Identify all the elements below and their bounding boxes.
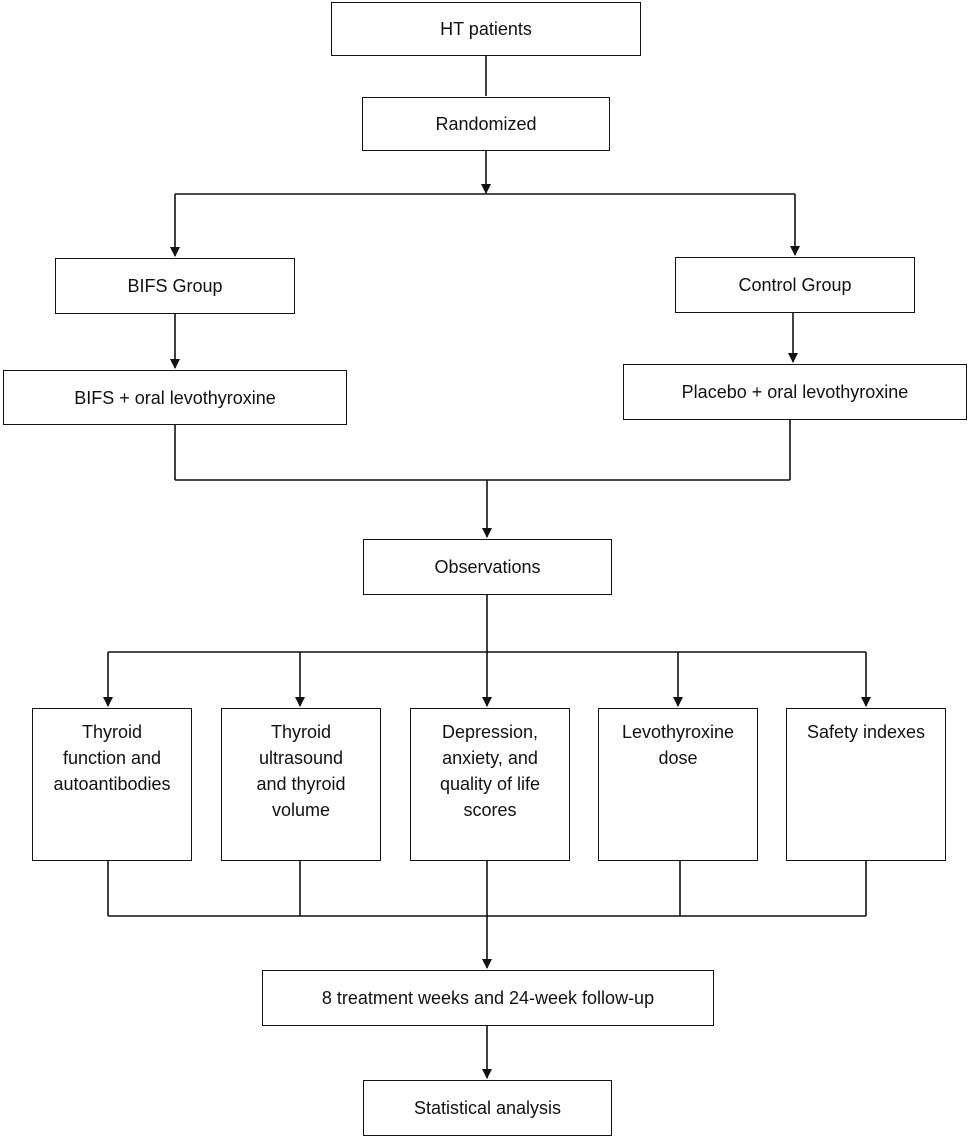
node-outcome-depression-anxiety-qol: Depression, anxiety, and quality of life…	[410, 708, 570, 861]
node-control-group: Control Group	[675, 257, 915, 313]
node-outcome-levothyroxine-dose: Levothyroxine dose	[598, 708, 758, 861]
node-outcome-safety-indexes: Safety indexes	[786, 708, 946, 861]
node-outcome-thyroid-function: Thyroid function and autoantibodies	[32, 708, 192, 861]
node-statistical-analysis: Statistical analysis	[363, 1080, 612, 1136]
node-placebo-treatment: Placebo + oral levothyroxine	[623, 364, 967, 420]
node-outcome-ultrasound: Thyroid ultrasound and thyroid volume	[221, 708, 381, 861]
node-randomized: Randomized	[362, 97, 610, 151]
node-duration: 8 treatment weeks and 24-week follow-up	[262, 970, 714, 1026]
node-bifs-treatment: BIFS + oral levothyroxine	[3, 370, 347, 425]
node-bifs-group: BIFS Group	[55, 258, 295, 314]
node-ht-patients: HT patients	[331, 2, 641, 56]
node-observations: Observations	[363, 539, 612, 595]
